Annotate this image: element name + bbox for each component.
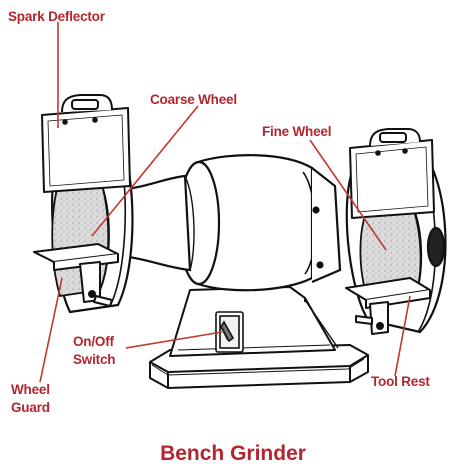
label-switch: Switch (73, 352, 115, 367)
label-spark-deflector: Spark Deflector (8, 9, 106, 24)
on-off-switch (215, 311, 244, 353)
leader-wheel-guard (39, 277, 63, 383)
leader-tool-rest (394, 295, 411, 377)
right-tool-rest (345, 277, 431, 335)
left-shaft-housing (116, 174, 195, 272)
leader-on-off-switch (125, 331, 223, 349)
labels: Spark Deflector Coarse Wheel Fine Wheel … (8, 9, 431, 415)
left-tool-rest (33, 243, 119, 307)
label-tool-rest: Tool Rest (371, 374, 430, 389)
label-on-off: On/Off (73, 334, 114, 349)
left-spark-deflector (41, 94, 131, 193)
label-coarse-wheel: Coarse Wheel (150, 92, 237, 107)
leader-coarse-wheel (91, 105, 199, 237)
motor-housing (177, 154, 342, 292)
right-spark-deflector (349, 128, 435, 219)
grinder-pedestal (169, 286, 339, 357)
grinder-base (149, 344, 369, 389)
label-wheel: Wheel (11, 382, 50, 397)
leader-fine-wheel (309, 139, 387, 251)
label-guard: Guard (11, 400, 50, 415)
diagram-title: Bench Grinder (160, 442, 306, 465)
leader-lines (39, 22, 411, 383)
label-fine-wheel: Fine Wheel (262, 124, 331, 139)
